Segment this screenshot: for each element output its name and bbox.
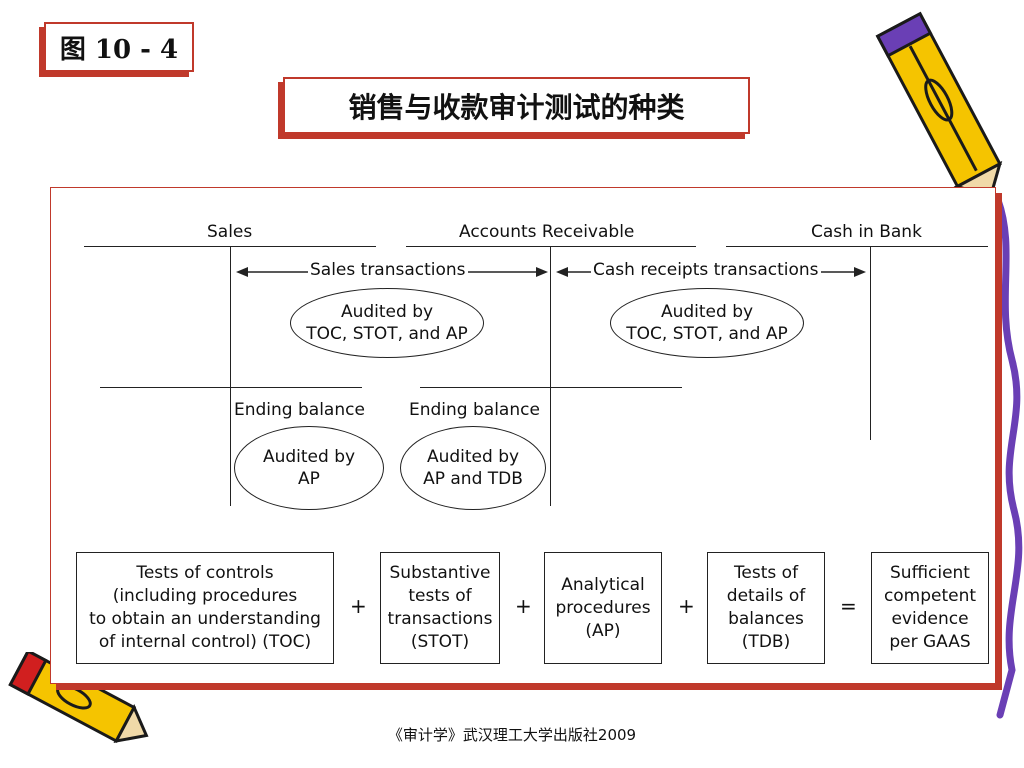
page-title: 销售与收款审计测试的种类 [283, 77, 750, 134]
plus-operator: + [678, 594, 695, 618]
cash-receipts-label: Cash receipts transactions [591, 260, 821, 280]
decorative-stroke [994, 196, 1023, 719]
account-ar-label: Accounts Receivable [459, 222, 635, 242]
sales-ending-balance-label: Ending balance [234, 400, 365, 420]
sales-balance-line [100, 387, 362, 388]
figure-label: 图 10 - 4 [44, 22, 194, 72]
sales-t-account-divider [230, 246, 231, 506]
footer-citation: 《审计学》武汉理工大学出版社2009 [387, 726, 637, 744]
ar-t-account-top [406, 246, 696, 247]
plus-operator: + [515, 594, 532, 618]
ar-ending-balance-label: Ending balance [409, 400, 540, 420]
pencil-icon [875, 11, 1003, 200]
ar-balance-line [420, 387, 682, 388]
equals-operator: = [840, 594, 857, 618]
cash-t-account-divider [870, 246, 871, 440]
cash-t-account-top [726, 246, 988, 247]
sales-transactions-label: Sales transactions [308, 260, 468, 280]
account-cash-label: Cash in Bank [811, 222, 922, 242]
account-sales-label: Sales [207, 222, 253, 242]
ar-t-account-divider [550, 246, 551, 506]
plus-operator: + [350, 594, 367, 618]
